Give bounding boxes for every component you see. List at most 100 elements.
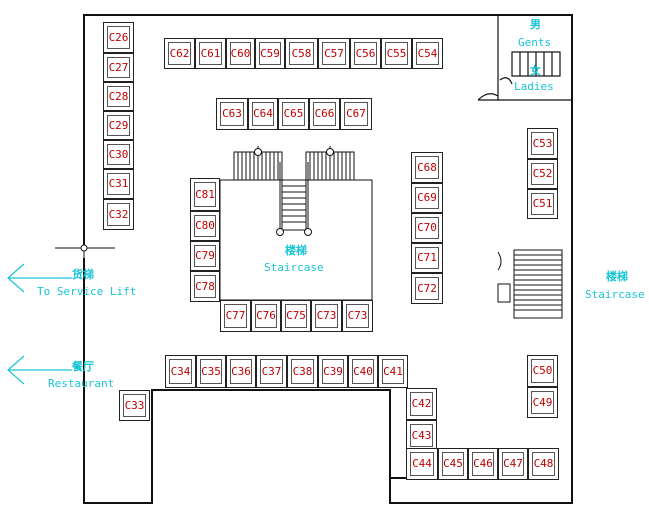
stall: C76 (251, 300, 281, 332)
stall: C29 (103, 111, 134, 140)
stall: C35 (196, 355, 226, 388)
service-lift-label-en: To Service Lift (37, 285, 137, 298)
stall-label: C76 (256, 309, 276, 322)
stall: C69 (411, 183, 443, 213)
stall-label: C55 (386, 46, 407, 60)
stall-label: C28 (108, 89, 129, 103)
stall-label: C42 (411, 397, 432, 410)
stall: C27 (103, 53, 134, 82)
staircase-right-label-cn: 楼梯 (606, 270, 628, 283)
stall: C72 (411, 273, 443, 304)
stall: C42 (406, 388, 437, 420)
staircase-center-label-en: Staircase (264, 261, 324, 274)
stall-label: C67 (346, 107, 366, 120)
stall-label: C50 (532, 364, 553, 377)
stall: C57 (318, 38, 350, 69)
stall-label: C54 (417, 46, 438, 60)
stall-label: C73 (316, 309, 337, 322)
stall-label: C26 (108, 30, 129, 44)
stall-label: C64 (253, 107, 273, 120)
stall: C63 (216, 98, 248, 130)
stall-label: C38 (292, 364, 313, 378)
stall-label: C29 (108, 118, 129, 132)
stall: C33 (119, 390, 150, 421)
stall: C51 (527, 189, 558, 219)
stall-label: C45 (443, 457, 463, 470)
stall-label: C66 (314, 107, 335, 120)
stall-label: C34 (170, 364, 191, 378)
stall-label: C48 (533, 457, 554, 470)
stall: C68 (411, 152, 443, 183)
stall: C40 (348, 355, 378, 388)
stall: C61 (195, 38, 226, 69)
stall: C59 (255, 38, 285, 69)
walls (83, 14, 573, 504)
gents-label-cn: 男 (530, 18, 541, 31)
stall: C66 (309, 98, 340, 130)
stall: C54 (412, 38, 443, 69)
stall: C30 (103, 140, 134, 169)
stall-label: C33 (124, 398, 145, 412)
stall-label: C31 (108, 177, 129, 190)
restaurant-label-cn: 餐厅 (72, 360, 94, 373)
ladies-label-en: Ladies (514, 80, 554, 93)
stall: C79 (190, 241, 220, 271)
stall: C49 (527, 387, 558, 418)
stall-label: C60 (230, 46, 251, 60)
stall-label: C81 (195, 187, 215, 201)
stall: C73 (311, 300, 342, 332)
stall: C62 (164, 38, 195, 69)
stall: C78 (190, 271, 220, 302)
stall-label: C77 (225, 309, 246, 322)
stall-label: C61 (200, 46, 221, 60)
stall-label: C78 (195, 279, 215, 293)
stall-label: C27 (108, 60, 129, 74)
stall: C45 (438, 448, 468, 480)
stall: C60 (226, 38, 255, 69)
stall: C50 (527, 355, 558, 387)
stall: C39 (318, 355, 348, 388)
stall: C67 (340, 98, 372, 130)
stall: C44 (406, 448, 438, 480)
stall: C43 (406, 420, 437, 451)
stall-label: C46 (473, 457, 493, 470)
restaurant-label-en: Restaurant (48, 377, 115, 390)
stall: C65 (278, 98, 309, 130)
stall-label: C40 (353, 364, 373, 378)
toilets (477, 15, 572, 101)
stall: C28 (103, 82, 134, 111)
stall-label: C69 (417, 191, 437, 204)
right-staircase (497, 249, 563, 319)
stall: C71 (411, 243, 443, 273)
stall: C64 (248, 98, 278, 130)
stall-label: C56 (355, 46, 376, 60)
stall: C58 (285, 38, 318, 69)
stall-label: C71 (417, 251, 437, 264)
stall: C26 (103, 22, 134, 53)
stall-label: C43 (411, 428, 432, 442)
stall: C32 (103, 199, 134, 230)
stall-label: C62 (169, 46, 190, 60)
stall: C38 (287, 355, 318, 388)
staircase-center-label-cn: 楼梯 (285, 244, 307, 257)
stall: C47 (498, 448, 528, 480)
stall: C56 (350, 38, 381, 69)
ladies-label-cn: 女 (530, 64, 541, 77)
stall-label: C30 (108, 147, 129, 161)
staircase-right-label-en: Staircase (585, 288, 645, 301)
stall-label: C68 (417, 160, 437, 174)
stall-label: C75 (286, 309, 306, 322)
arrows (7, 263, 72, 385)
stall: C53 (527, 128, 558, 159)
stall: C55 (381, 38, 412, 69)
stall: C77 (220, 300, 251, 332)
stall-label: C51 (532, 197, 553, 210)
stall: C70 (411, 213, 443, 243)
service-lift-label-cn: 货梯 (72, 268, 94, 281)
stall-label: C49 (532, 395, 553, 409)
stall: C73 (342, 300, 373, 332)
stall: C46 (468, 448, 498, 480)
stall-label: C70 (417, 221, 437, 234)
stall-label: C65 (283, 107, 304, 120)
